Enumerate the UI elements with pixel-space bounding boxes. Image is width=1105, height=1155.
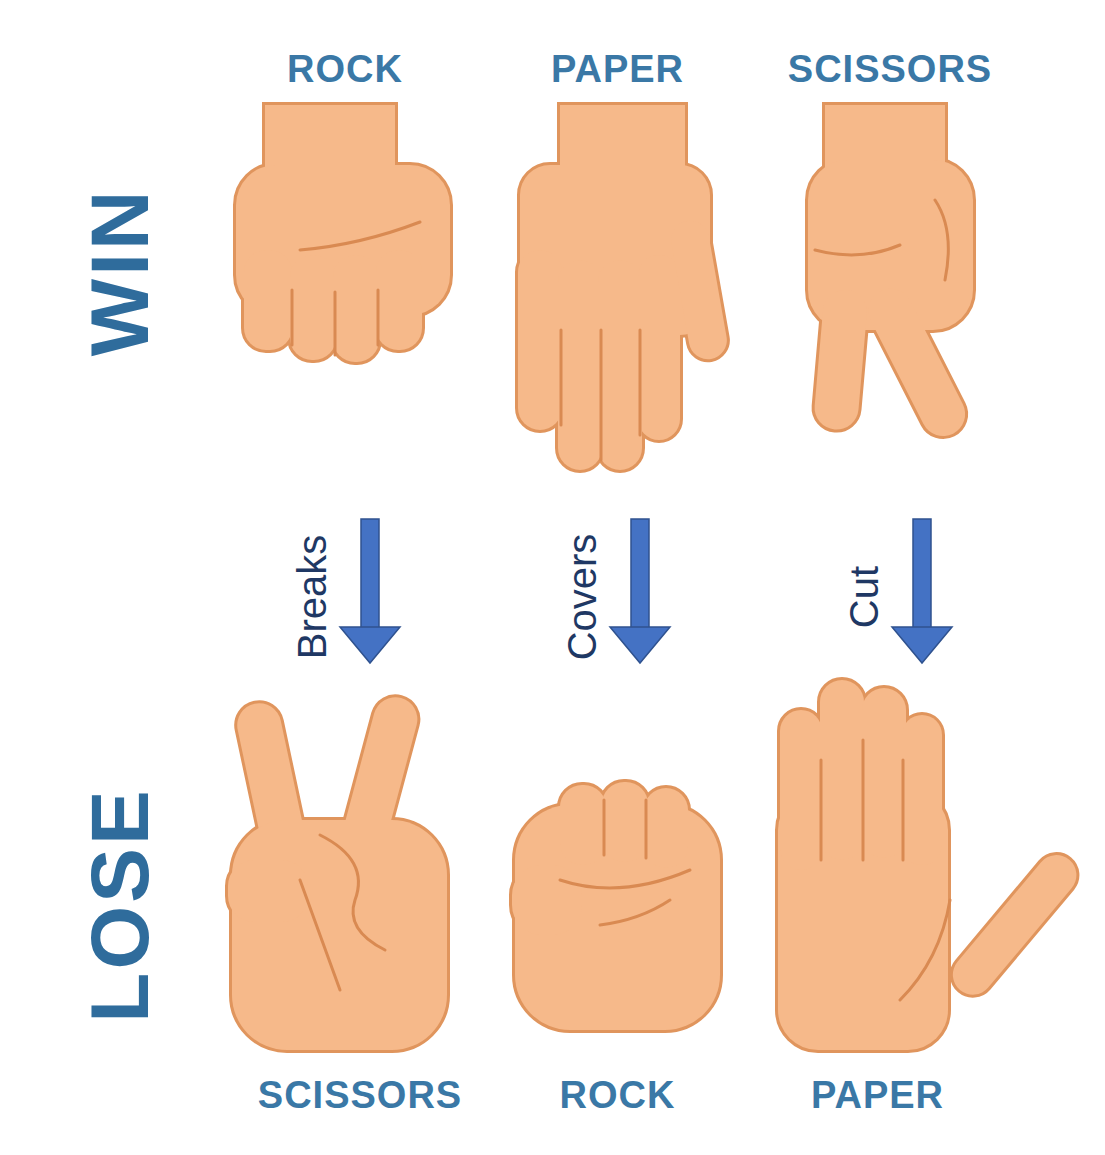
hand-part xyxy=(808,105,973,444)
arrow-shaft xyxy=(361,519,379,629)
paper-hand xyxy=(778,680,1085,1050)
hand-part xyxy=(512,782,720,1030)
arrow-head xyxy=(340,627,400,663)
hand-part xyxy=(512,782,720,1030)
hand-card: SCISSORS xyxy=(770,40,1010,515)
beats-arrow xyxy=(340,519,400,663)
hand-card: PAPER xyxy=(500,40,735,515)
hand-part xyxy=(815,200,948,280)
gesture-name: ROCK xyxy=(225,48,465,91)
hand-card: PAPER xyxy=(765,665,990,1125)
hand-part xyxy=(236,105,450,362)
arrow-label: Cut xyxy=(844,566,884,628)
arrow-shaft xyxy=(631,519,649,629)
row-label: WIN xyxy=(73,188,167,356)
hand-card: SCISSORS xyxy=(235,665,485,1125)
arrow-head xyxy=(892,627,952,663)
hand-part xyxy=(560,800,690,925)
hand-part xyxy=(518,105,730,470)
gesture-name: ROCK xyxy=(500,1074,735,1117)
gesture-name: PAPER xyxy=(500,48,735,91)
hand-part xyxy=(228,692,447,1050)
gesture-name: SCISSORS xyxy=(235,1074,485,1117)
rock-hand xyxy=(236,105,450,362)
arrow-label: Covers xyxy=(562,534,602,661)
arrow-shaft xyxy=(913,519,931,629)
hand-part xyxy=(518,105,730,470)
hand-part xyxy=(228,692,447,1050)
hand-card: ROCK xyxy=(500,665,735,1125)
hand-part xyxy=(300,835,385,990)
gesture-name: PAPER xyxy=(765,1074,990,1117)
row-label: LOSE xyxy=(73,787,167,1022)
arrow-label: Breaks xyxy=(292,535,332,660)
beats-arrow xyxy=(892,519,952,663)
hand-part xyxy=(778,680,1085,1050)
beats-arrow xyxy=(610,519,670,663)
hand-part xyxy=(778,680,1085,1050)
gesture-name: SCISSORS xyxy=(770,48,1010,91)
hand-part xyxy=(236,105,450,362)
rock-hand xyxy=(512,782,720,1030)
hand-part xyxy=(561,330,640,460)
arrow-head xyxy=(610,627,670,663)
hand-card: ROCK xyxy=(225,40,465,515)
hand-part xyxy=(292,222,420,355)
scissors-hand xyxy=(808,105,973,444)
hand-part xyxy=(808,105,973,444)
hand-part xyxy=(821,740,950,1000)
paper-hand xyxy=(518,105,730,470)
scissors-hand xyxy=(228,692,447,1050)
